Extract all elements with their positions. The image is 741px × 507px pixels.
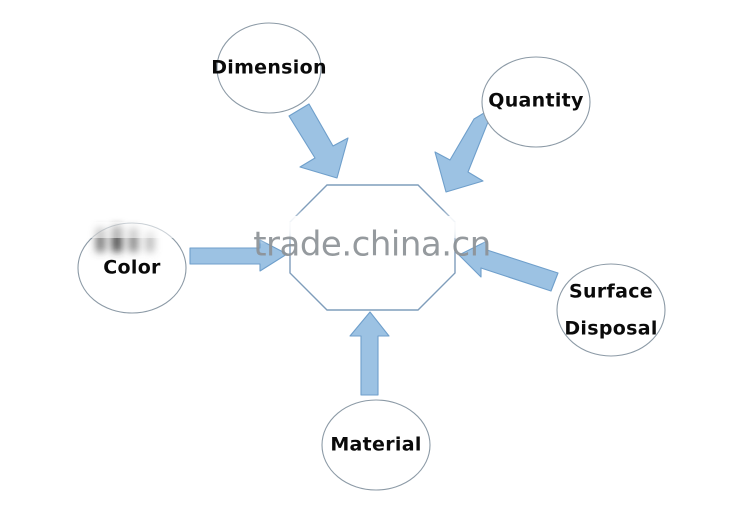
node-surface-disposal[interactable]: Surface Disposal xyxy=(556,263,666,357)
node-dimension[interactable]: Dimension xyxy=(211,22,327,114)
smudge-left xyxy=(96,226,154,252)
node-quantity-label: Quantity xyxy=(488,90,584,112)
node-surface-disposal-label-line1: Surface xyxy=(569,281,653,303)
watermark-artifacts xyxy=(60,216,700,252)
node-material[interactable]: Material xyxy=(321,399,431,491)
fade-notch-left xyxy=(282,216,300,240)
node-quantity[interactable]: Quantity xyxy=(481,56,591,148)
node-quantity-shape[interactable] xyxy=(481,56,591,148)
arrow-dimension-to-center xyxy=(288,103,349,179)
node-color-label: Color xyxy=(103,257,161,279)
node-material-shape[interactable] xyxy=(321,399,431,491)
node-dimension-shape[interactable] xyxy=(216,22,322,114)
arrow-surface-to-center xyxy=(458,240,559,292)
node-dimension-label: Dimension xyxy=(211,57,327,79)
arrow-color-to-center xyxy=(189,239,288,272)
watermark-haze xyxy=(250,218,500,236)
node-material-label: Material xyxy=(330,434,421,456)
node-surface-disposal-shape[interactable] xyxy=(556,263,666,357)
arrow-quantity-to-center xyxy=(434,106,495,193)
watermark-text: trade.china.cn xyxy=(253,225,491,265)
node-surface-disposal-label-line2: Disposal xyxy=(564,318,657,340)
arrow-group xyxy=(189,103,559,396)
fade-notch-right xyxy=(446,216,464,240)
arrow-material-to-center xyxy=(349,311,390,396)
